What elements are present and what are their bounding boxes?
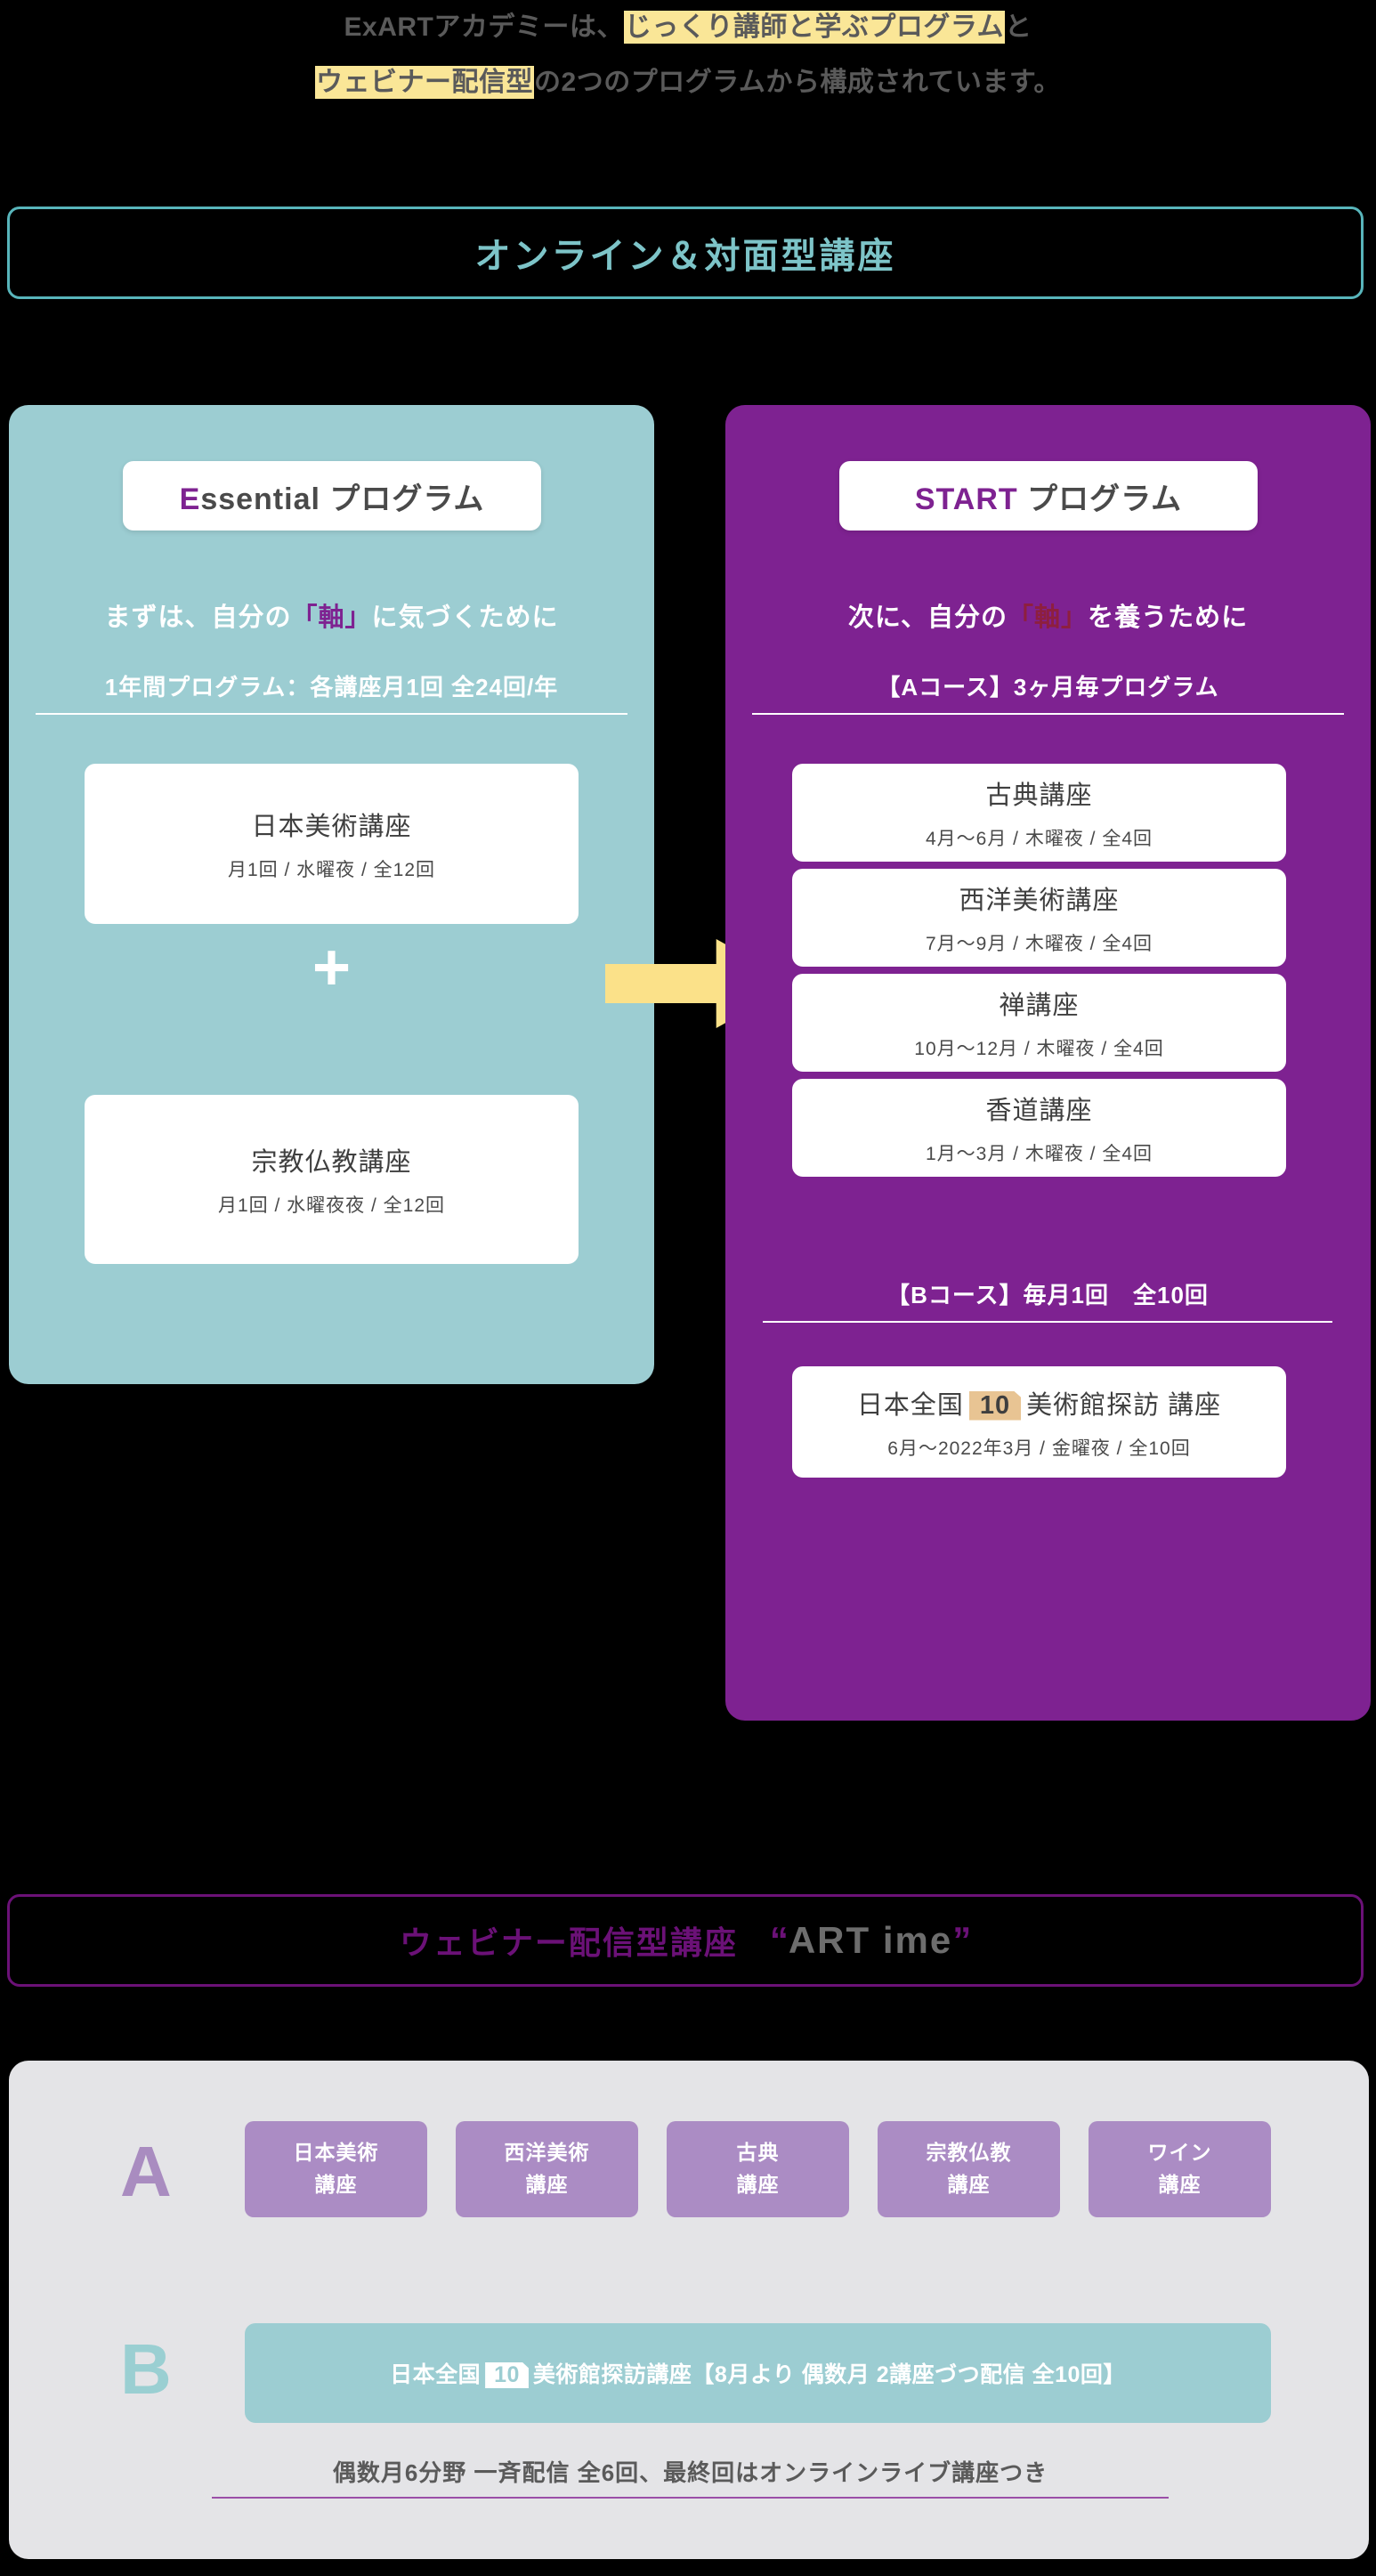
start-pill-accent: START [914,482,1018,516]
intro-line-1: ExARTアカデミーは、じっくり講師と学ぶプログラムと [0,0,1376,55]
webinar-chip-1: 日本美術 講座 [245,2121,427,2217]
panel-essential-program: Essential プログラム まずは、自分の「軸」に気づくために 1年間プログ… [9,405,654,1384]
start-course-a-card-2: 西洋美術講座 7月〜9月 / 木曜夜 / 全4回 [792,869,1286,967]
essential-program-pill: Essential プログラム [123,461,541,531]
badge-10: 10 [485,2362,529,2388]
course-card-title: 香道講座 [985,1097,1093,1125]
chip-line-1: 古典 [736,2141,780,2165]
essential-pill-label: Essential プログラム [180,474,485,518]
start-program-pill: START プログラム [839,461,1258,531]
course-card-meta: 4月〜6月 / 木曜夜 / 全4回 [925,829,1153,849]
course-card-title: 西洋美術講座 [959,887,1120,915]
course-b-title-pre: 日本全国 [856,1390,964,1420]
banner-webinar-brand: “ART ime” [770,1919,971,1962]
start-tagline: 次に、自分の「軸」を養うために [725,596,1371,634]
webinar-chip-2: 西洋美術 講座 [456,2121,638,2217]
start-tagline-a: 次に、自分の [847,603,1008,632]
course-card-meta: 1月〜3月 / 木曜夜 / 全4回 [925,1144,1153,1164]
plus-separator-icon: + [312,930,352,1004]
essential-course-card-1: 日本美術講座 月1回 / 水曜夜 / 全12回 [85,764,579,924]
course-card-meta: 月1回 / 水曜夜 / 全12回 [227,860,436,880]
start-tagline-quote: 「軸」 [1008,603,1089,632]
essential-subhead: 1年間プログラム：各講座月1回 全24回/年 [36,669,627,715]
intro-line1-plain-b: と [1004,12,1032,42]
intro-line1-highlight: じっくり講師と学ぶプログラム [623,11,1005,44]
essential-tagline-quote: 「軸」 [291,603,372,632]
start-pill-rest: プログラム [1017,482,1183,516]
panel-webinar-detail: A 日本美術 講座 西洋美術 講座 古典 講座 宗教仏教 講座 ワイン 講座 B… [9,2061,1369,2559]
brand-name: ART ime [788,1919,953,1961]
intro-text: ExARTアカデミーは、じっくり講師と学ぶプログラムと ウェビナー配信型の2つの… [0,0,1376,110]
panel-start-program: START プログラム 次に、自分の「軸」を養うために 【Aコース】3ヶ月毎プロ… [725,405,1371,1721]
essential-tagline: まずは、自分の「軸」に気づくために [9,596,654,634]
chip-line-1: 日本美術 [293,2141,379,2165]
course-card-meta: 7月〜9月 / 木曜夜 / 全4回 [925,934,1153,954]
essential-pill-rest: ssential プログラム [200,482,485,516]
course-card-title: 禅講座 [999,992,1080,1020]
course-b-title-post: 美術館探訪 講座 [1026,1390,1222,1420]
banner-webinar-label: ウェビナー配信型講座 [399,1924,738,1961]
webinar-chip-4: 宗教仏教 講座 [878,2121,1060,2217]
course-card-meta: 月1回 / 水曜夜夜 / 全12回 [217,1195,446,1216]
banner-webinar-course: ウェビナー配信型講座 “ART ime” [7,1894,1364,1987]
course-card-title: 日本美術講座 [251,813,412,841]
course-card-meta: 10月〜12月 / 木曜夜 / 全4回 [914,1039,1164,1059]
intro-line2-highlight: ウェビナー配信型 [315,66,535,99]
chip-line-2: 講座 [947,2173,991,2196]
course-a-subhead: 【Aコース】3ヶ月毎プログラム [752,669,1344,715]
start-course-a-card-3: 禅講座 10月〜12月 / 木曜夜 / 全4回 [792,974,1286,1072]
intro-line2-plain: の2つのプログラムから構成されています。 [534,68,1061,97]
chip-line-2: 講座 [314,2173,358,2196]
essential-tagline-b: に気づくために [371,603,559,632]
quote-open: “ [769,1919,789,1961]
course-b-subhead: 【Bコース】毎月1回 全10回 [763,1277,1332,1323]
chip-line-1: ワイン [1147,2141,1212,2165]
course-card-title: 宗教仏教講座 [251,1148,412,1177]
chip-line-1: 宗教仏教 [926,2141,1012,2165]
row-label-a: A [120,2132,172,2211]
badge-10: 10 [968,1390,1022,1421]
quote-close: ” [952,1919,972,1961]
webinar-footnote: 偶数月6分野 一斉配信 全6回、最終回はオンラインライブ講座つき [212,2455,1169,2499]
banner-online-title: オンライン＆対面型講座 [474,237,896,276]
chip-line-2: 講座 [1158,2173,1202,2196]
start-pill-label: START プログラム [915,474,1182,518]
essential-course-card-2: 宗教仏教講座 月1回 / 水曜夜夜 / 全12回 [85,1095,579,1264]
chip-line-2: 講座 [736,2173,780,2196]
course-card-title: 古典講座 [985,782,1093,810]
row-label-b: B [120,2329,172,2409]
start-course-a-card-4: 香道講座 1月〜3月 / 木曜夜 / 全4回 [792,1079,1286,1177]
banner-online-course: オンライン＆対面型講座 [7,207,1364,299]
webinar-chip-3: 古典 講座 [667,2121,849,2217]
start-tagline-b: を養うために [1088,603,1249,632]
row-b-post: 美術館探訪講座【8月より 偶数月 2講座づつ配信 全10回】 [532,2362,1126,2387]
row-b-pre: 日本全国 [390,2362,482,2387]
start-course-a-card-1: 古典講座 4月〜6月 / 木曜夜 / 全4回 [792,764,1286,862]
intro-line1-plain-a: ExARTアカデミーは、 [344,12,624,42]
course-card-meta: 6月〜2022年3月 / 金曜夜 / 全10回 [887,1438,1191,1459]
intro-line-2: ウェビナー配信型の2つのプログラムから構成されています。 [0,55,1376,110]
essential-pill-accent: E [179,482,201,516]
webinar-chip-5: ワイン 講座 [1089,2121,1271,2217]
chip-line-2: 講座 [525,2173,569,2196]
chip-line-1: 西洋美術 [504,2141,590,2165]
essential-tagline-a: まずは、自分の [104,603,292,632]
